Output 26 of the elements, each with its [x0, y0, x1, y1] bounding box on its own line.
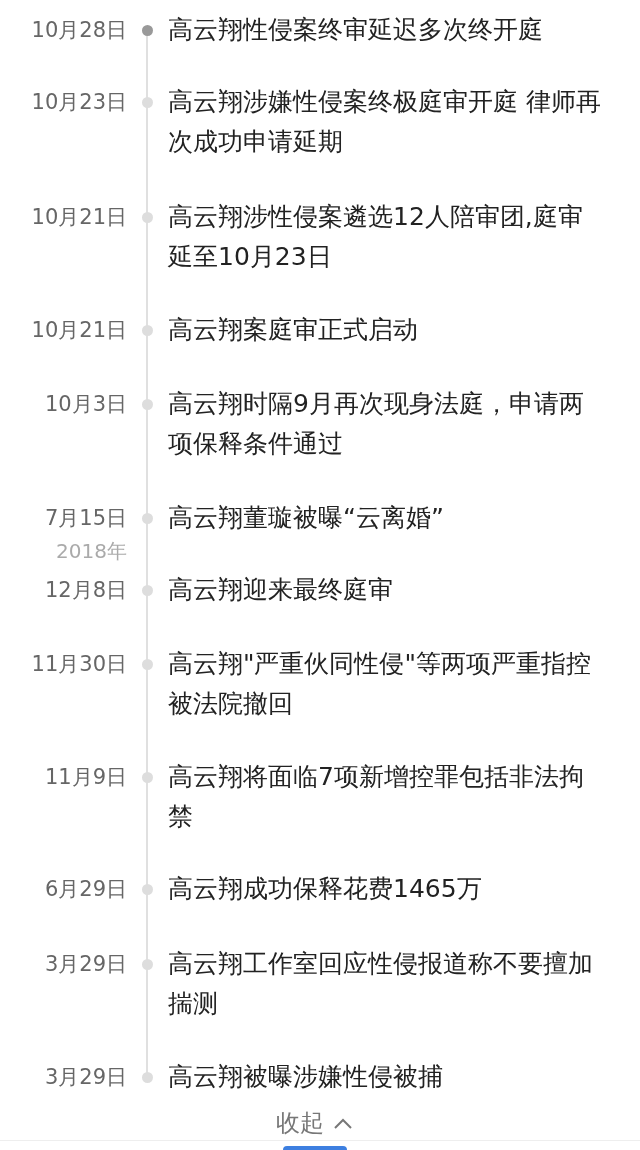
date-label: 10月28日 [31, 17, 127, 44]
date-label: 12月8日 [44, 577, 127, 604]
event-text: 高云翔性侵案终审延迟多次终开庭 [168, 10, 604, 50]
date-label: 10月21日 [31, 204, 127, 231]
event-text: 高云翔被曝涉嫌性侵被捕 [168, 1057, 604, 1097]
event-text: 高云翔成功保释花费1465万 [168, 869, 604, 909]
date-label: 10月21日 [31, 317, 127, 344]
collapse-button: 收起 [272, 1106, 356, 1140]
event-text: 高云翔工作室回应性侵报道称不要擅加揣测 [168, 944, 604, 1024]
event-text: 高云翔时隔9月再次现身法庭，申请两项保释条件通过 [168, 384, 604, 464]
event-text: 高云翔涉性侵案遴选12人陪审团,庭审延至10月23日 [168, 197, 604, 277]
date-label: 11月9日 [44, 764, 127, 791]
year-label: 2018年 [56, 538, 127, 565]
event-text: 高云翔董璇被曝“云离婚” [168, 498, 604, 538]
event-text: 高云翔案庭审正式启动 [168, 310, 604, 350]
date-label: 10月3日 [44, 391, 127, 418]
event-text: 高云翔"严重伙同性侵"等两项严重指控被法院撤回 [168, 644, 604, 724]
date-label: 11月30日 [31, 651, 127, 678]
event-text: 高云翔迎来最终庭审 [168, 570, 604, 610]
event-text: 高云翔涉嫌性侵案终极庭审开庭 律师再次成功申请延期 [168, 82, 604, 162]
date-label: 10月23日 [31, 89, 127, 116]
date-label: 3月29日 [44, 951, 127, 978]
date-label: 7月15日 [44, 505, 127, 532]
date-label: 3月29日 [44, 1064, 127, 1091]
date-label: 6月29日 [44, 876, 127, 903]
event-text: 高云翔将面临7项新增控罪包括非法拘禁 [168, 757, 604, 837]
